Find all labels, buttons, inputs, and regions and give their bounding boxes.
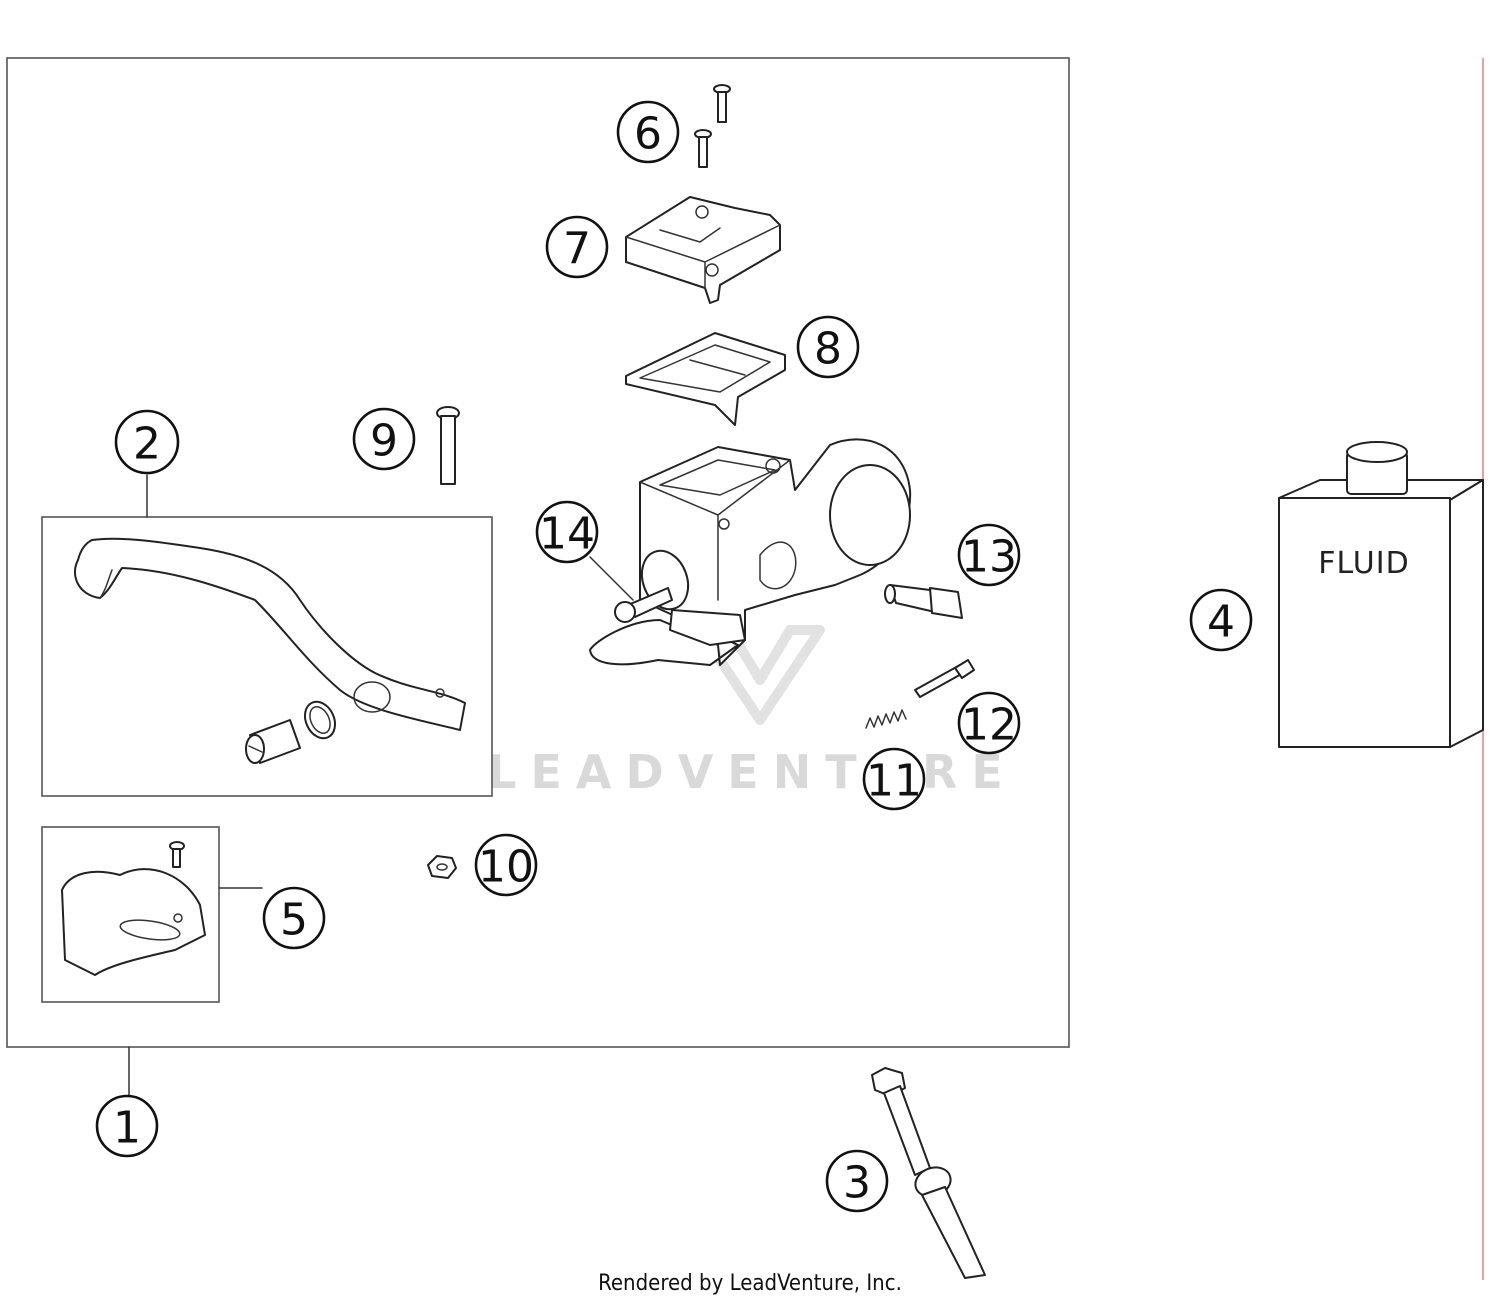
callout-3[interactable]: 3 <box>825 1149 889 1213</box>
callout-label-1: 1 <box>113 1103 141 1154</box>
callout-label-10: 10 <box>478 842 534 893</box>
watermark-text: LEADVENTURE <box>487 745 1017 799</box>
fluid-bottle: FLUID <box>1278 441 1484 748</box>
callout-label-9: 9 <box>370 416 398 467</box>
brake-hose <box>871 1067 986 1279</box>
callout-label-11: 11 <box>866 756 922 807</box>
callout-label-6: 6 <box>634 109 662 160</box>
callout-7[interactable]: 7 <box>545 215 609 279</box>
footer-credit: Rendered by LeadVenture, Inc. <box>598 1271 902 1296</box>
callout-label-2: 2 <box>133 419 161 470</box>
callout-4[interactable]: 4 <box>1189 588 1253 652</box>
reservoir-cap <box>625 196 781 304</box>
lever-pivot-sleeve <box>245 719 301 764</box>
assembly-frame <box>6 57 1070 1048</box>
callout-label-5: 5 <box>280 895 308 946</box>
callout-2[interactable]: 2 <box>114 409 180 475</box>
callout-label-13: 13 <box>961 532 1017 583</box>
callout-label-8: 8 <box>814 324 842 375</box>
pivot-nut <box>427 855 457 879</box>
cover-kit-frame <box>41 826 220 1003</box>
callout-6[interactable]: 6 <box>616 100 680 164</box>
lever-cover <box>61 868 206 976</box>
callout-label-14: 14 <box>539 509 595 560</box>
leader-line-14 <box>589 556 634 601</box>
callout-10[interactable]: 10 <box>474 833 538 897</box>
callout-13[interactable]: 13 <box>957 523 1021 587</box>
reservoir-diaphragm <box>625 332 786 426</box>
fluid-label: FLUID <box>1318 546 1409 581</box>
cover-screw <box>169 841 185 868</box>
callout-12[interactable]: 12 <box>957 691 1021 755</box>
reservoir-screw-bottom <box>694 129 712 168</box>
callout-1[interactable]: 1 <box>95 1094 159 1158</box>
adjuster-screw <box>884 584 963 619</box>
callout-label-7: 7 <box>563 224 591 275</box>
return-spring <box>865 709 907 729</box>
callout-label-3: 3 <box>843 1158 871 1209</box>
callout-11[interactable]: 11 <box>862 747 926 811</box>
pivot-bolt <box>436 406 460 485</box>
callout-5[interactable]: 5 <box>262 886 326 950</box>
callout-label-4: 4 <box>1207 597 1235 648</box>
lever-ring <box>303 700 337 740</box>
reservoir-screw-top <box>713 84 731 123</box>
adjuster-bolt <box>914 659 975 698</box>
master-cylinder-body <box>589 438 912 666</box>
callout-14[interactable]: 14 <box>535 500 599 564</box>
callout-label-12: 12 <box>961 700 1017 751</box>
callout-9[interactable]: 9 <box>352 407 416 471</box>
callout-8[interactable]: 8 <box>796 315 860 379</box>
lever-kit-frame <box>41 516 493 797</box>
brake-lever <box>73 537 466 731</box>
